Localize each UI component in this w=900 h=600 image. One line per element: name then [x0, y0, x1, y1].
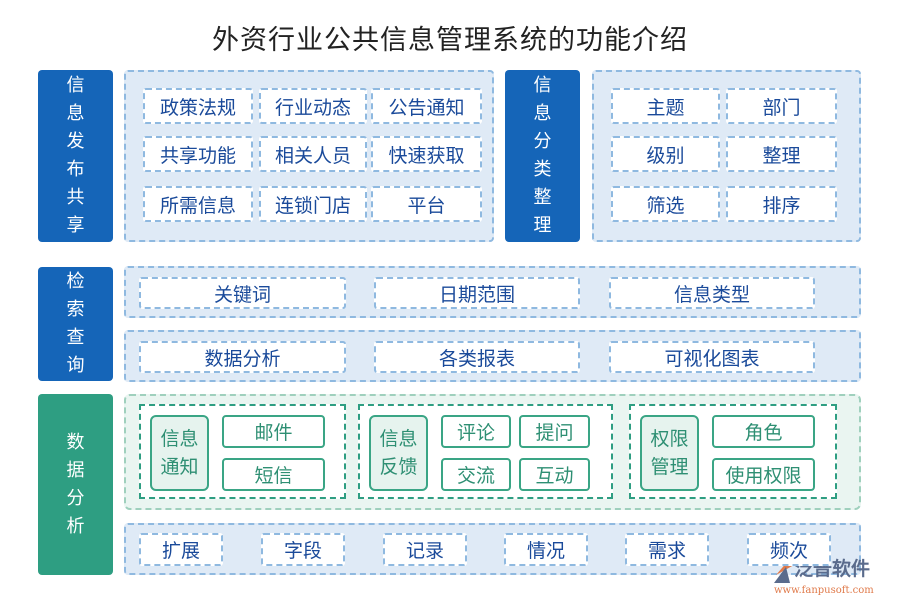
section-label-search: 检索查询 — [38, 267, 113, 381]
publish-item[interactable]: 平台 — [371, 186, 482, 222]
analysis-group-item[interactable]: 互动 — [519, 458, 590, 491]
analysis-group-item[interactable]: 交流 — [441, 458, 511, 491]
analysis-bottom-panel — [124, 523, 861, 575]
analysis-bottom-item[interactable]: 字段 — [261, 533, 345, 566]
analysis-group-item[interactable]: 短信 — [222, 458, 325, 491]
section-label-classify: 信息分类整理 — [505, 70, 580, 242]
section-label-analysis: 数据分析 — [38, 394, 113, 575]
analysis-group-item[interactable]: 使用权限 — [712, 458, 815, 491]
analysis-group-label: 权限管理 — [640, 415, 699, 491]
publish-item[interactable]: 连锁门店 — [259, 186, 367, 222]
classify-item[interactable]: 级别 — [611, 136, 720, 172]
analysis-group-item[interactable]: 评论 — [441, 415, 511, 448]
classify-item[interactable]: 主题 — [611, 88, 720, 124]
classify-item[interactable]: 整理 — [726, 136, 837, 172]
analysis-bottom-item[interactable]: 扩展 — [139, 533, 223, 566]
classify-item[interactable]: 排序 — [726, 186, 837, 222]
publish-item[interactable]: 公告通知 — [371, 88, 482, 124]
svg-text:www.fanpusoft.com: www.fanpusoft.com — [774, 585, 874, 596]
analysis-group-label: 信息通知 — [150, 415, 209, 491]
classify-item[interactable]: 筛选 — [611, 186, 720, 222]
analysis-group-item[interactable]: 提问 — [519, 415, 590, 448]
analysis-bottom-item[interactable]: 记录 — [383, 533, 467, 566]
analysis-group-label: 信息反馈 — [369, 415, 428, 491]
analysis-bottom-item[interactable]: 需求 — [625, 533, 709, 566]
analysis-bottom-item[interactable]: 频次 — [747, 533, 831, 566]
search-item[interactable]: 关键词 — [139, 277, 346, 309]
publish-item[interactable]: 政策法规 — [143, 88, 253, 124]
publish-item[interactable]: 行业动态 — [259, 88, 367, 124]
search-item[interactable]: 日期范围 — [374, 277, 580, 309]
search-item[interactable]: 信息类型 — [609, 277, 815, 309]
publish-item[interactable]: 相关人员 — [259, 136, 367, 172]
publish-item[interactable]: 共享功能 — [143, 136, 253, 172]
section-label-publish: 信息发布共享 — [38, 70, 113, 242]
search-item[interactable]: 各类报表 — [374, 341, 580, 373]
page-title: 外资行业公共信息管理系统的功能介绍 — [212, 25, 688, 56]
publish-item[interactable]: 快速获取 — [371, 136, 482, 172]
search-item[interactable]: 可视化图表 — [609, 341, 815, 373]
search-item[interactable]: 数据分析 — [139, 341, 346, 373]
analysis-bottom-item[interactable]: 情况 — [504, 533, 588, 566]
analysis-group-item[interactable]: 角色 — [712, 415, 815, 448]
publish-item[interactable]: 所需信息 — [143, 186, 253, 222]
classify-item[interactable]: 部门 — [726, 88, 837, 124]
analysis-group-item[interactable]: 邮件 — [222, 415, 325, 448]
